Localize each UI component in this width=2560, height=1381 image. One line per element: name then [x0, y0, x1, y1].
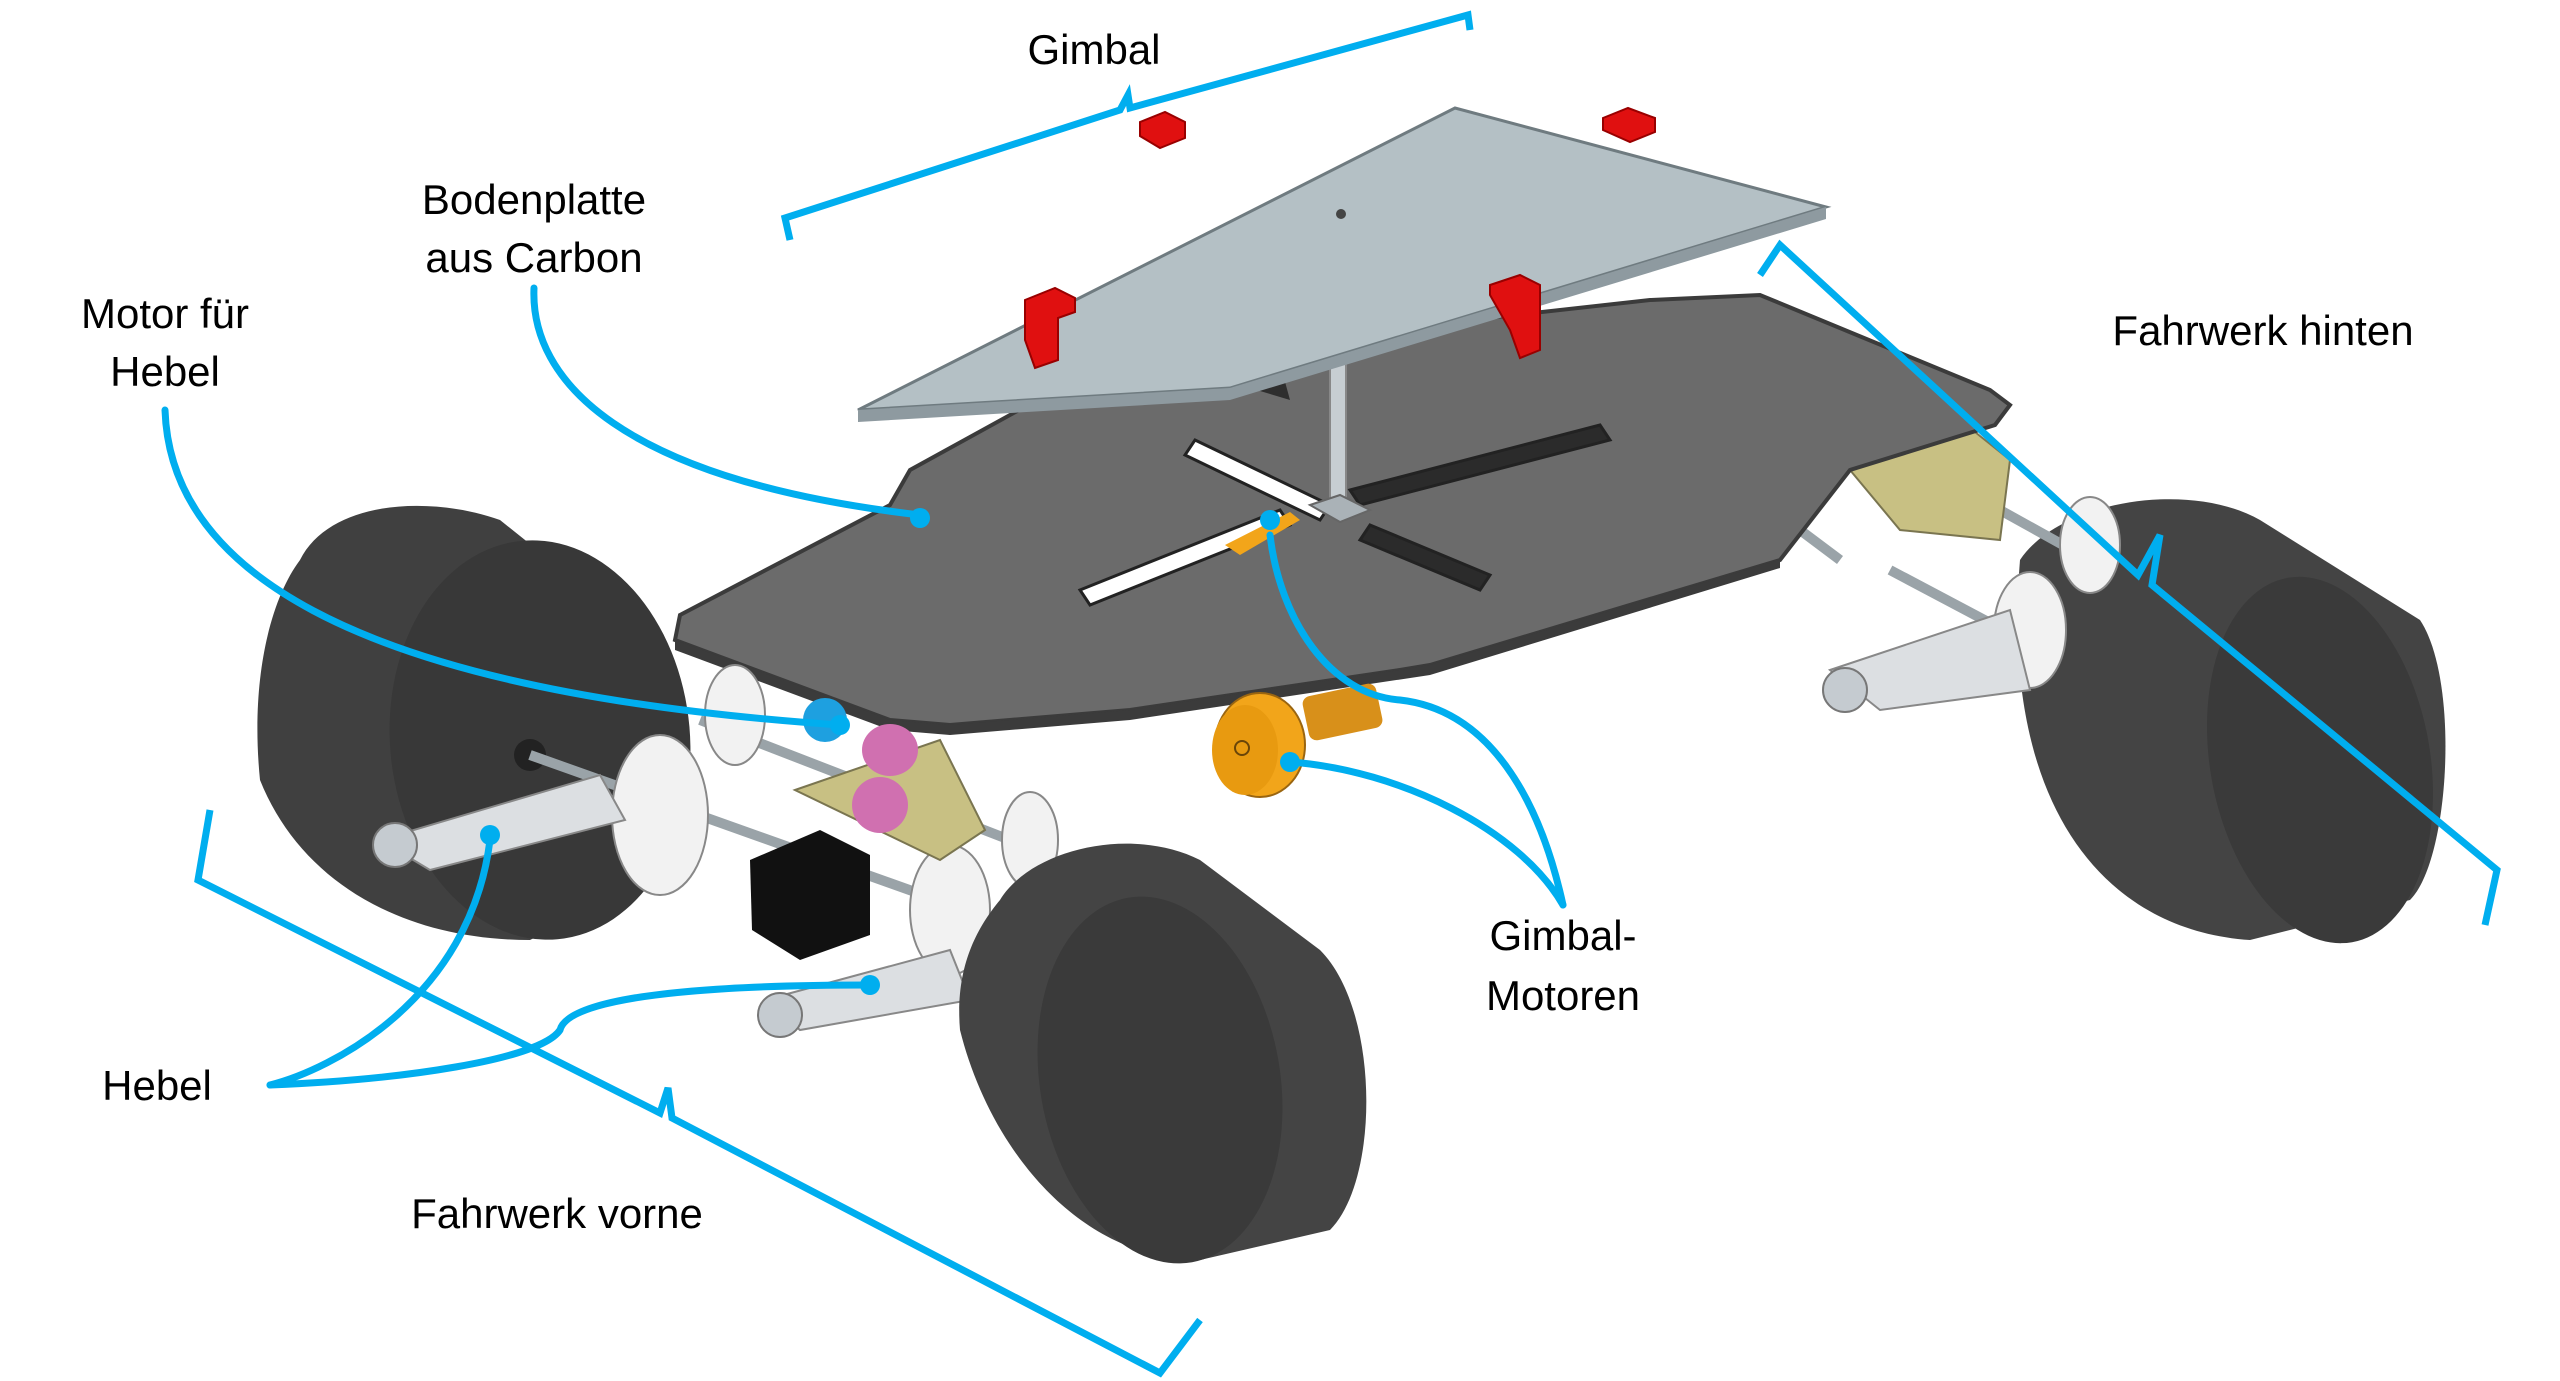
labels: Gimbal Bodenplatte aus Carbon Motor für …	[81, 26, 2414, 1237]
label-gimbal: Gimbal	[1027, 26, 1160, 73]
lever-motor-pink-1	[862, 724, 918, 776]
callout-bodenplatte	[530, 284, 924, 519]
gimbal-mount-brackets	[1024, 106, 1656, 370]
callouts	[161, 10, 2501, 1378]
callout-motor-fuer-hebel	[161, 406, 844, 729]
label-gimbal-motoren-2: Motoren	[1486, 972, 1640, 1019]
black-motor-block	[750, 830, 870, 960]
bracket-gimbal	[780, 10, 1474, 241]
label-motor-2: Hebel	[110, 348, 220, 395]
callout-gimbal-motoren-2	[1286, 758, 1567, 909]
lever-motor-pink-2	[852, 777, 908, 833]
label-fahrwerk-hinten: Fahrwerk hinten	[2112, 307, 2413, 354]
bracket-fahrwerk-vorne	[194, 809, 1203, 1378]
front-suspension	[372, 664, 1059, 1038]
rear-right-wheel	[2017, 499, 2446, 944]
label-hebel: Hebel	[102, 1062, 212, 1109]
label-fahrwerk-vorne: Fahrwerk vorne	[411, 1190, 703, 1237]
base-plate-slots	[1077, 423, 1613, 607]
callout-hebel-2	[266, 981, 874, 1089]
callout-hebel-1	[266, 836, 494, 1089]
callout-gimbal-motoren-1	[1266, 531, 1567, 909]
gimbal-motor	[1212, 683, 1383, 798]
front-right-wheel	[959, 843, 1367, 1264]
gimbal-plate	[857, 106, 1832, 422]
label-motor-1: Motor für	[81, 290, 249, 337]
label-gimbal-motoren-1: Gimbal-	[1489, 912, 1636, 959]
label-bodenplatte-1: Bodenplatte	[422, 176, 646, 223]
bracket-fahrwerk-hinten	[1757, 239, 2501, 926]
label-bodenplatte-2: aus Carbon	[425, 234, 642, 281]
rear-suspension	[1797, 418, 2121, 713]
